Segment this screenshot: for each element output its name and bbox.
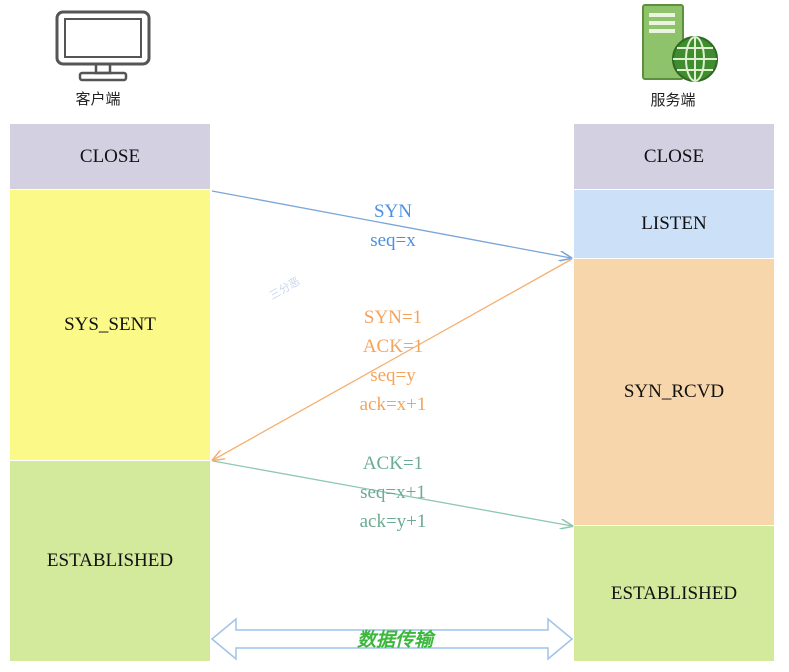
ack-arrow <box>212 460 572 526</box>
syn-ack-arrow <box>213 258 573 460</box>
syn-arrow <box>211 190 571 258</box>
ack-message: ACK=1 seq=x+1 ack=y+1 <box>359 453 427 532</box>
syn-ack-message: SYN=1 ACK=1 seq=y ack=x+1 <box>359 307 427 415</box>
client-state-close: CLOSE <box>10 124 210 189</box>
server-state-syn-rcvd: SYN_RCVD <box>574 259 774 525</box>
server-label: 服务端 <box>650 91 696 109</box>
server-state-listen: LISTEN <box>574 190 774 258</box>
monitor-icon <box>55 10 151 87</box>
client-state-syn-sent: SYS_SENT <box>10 190 210 460</box>
data-transfer-label: 数据传输 <box>356 629 433 651</box>
client-state-established: ESTABLISHED <box>10 461 210 661</box>
server-state-close: CLOSE <box>574 124 774 189</box>
client-label: 客户端 <box>75 90 121 108</box>
syn-message: SYN seq=x <box>370 201 416 251</box>
server-globe-icon <box>641 3 721 90</box>
double-arrow-icon <box>210 617 574 661</box>
server-state-established: ESTABLISHED <box>574 526 774 661</box>
